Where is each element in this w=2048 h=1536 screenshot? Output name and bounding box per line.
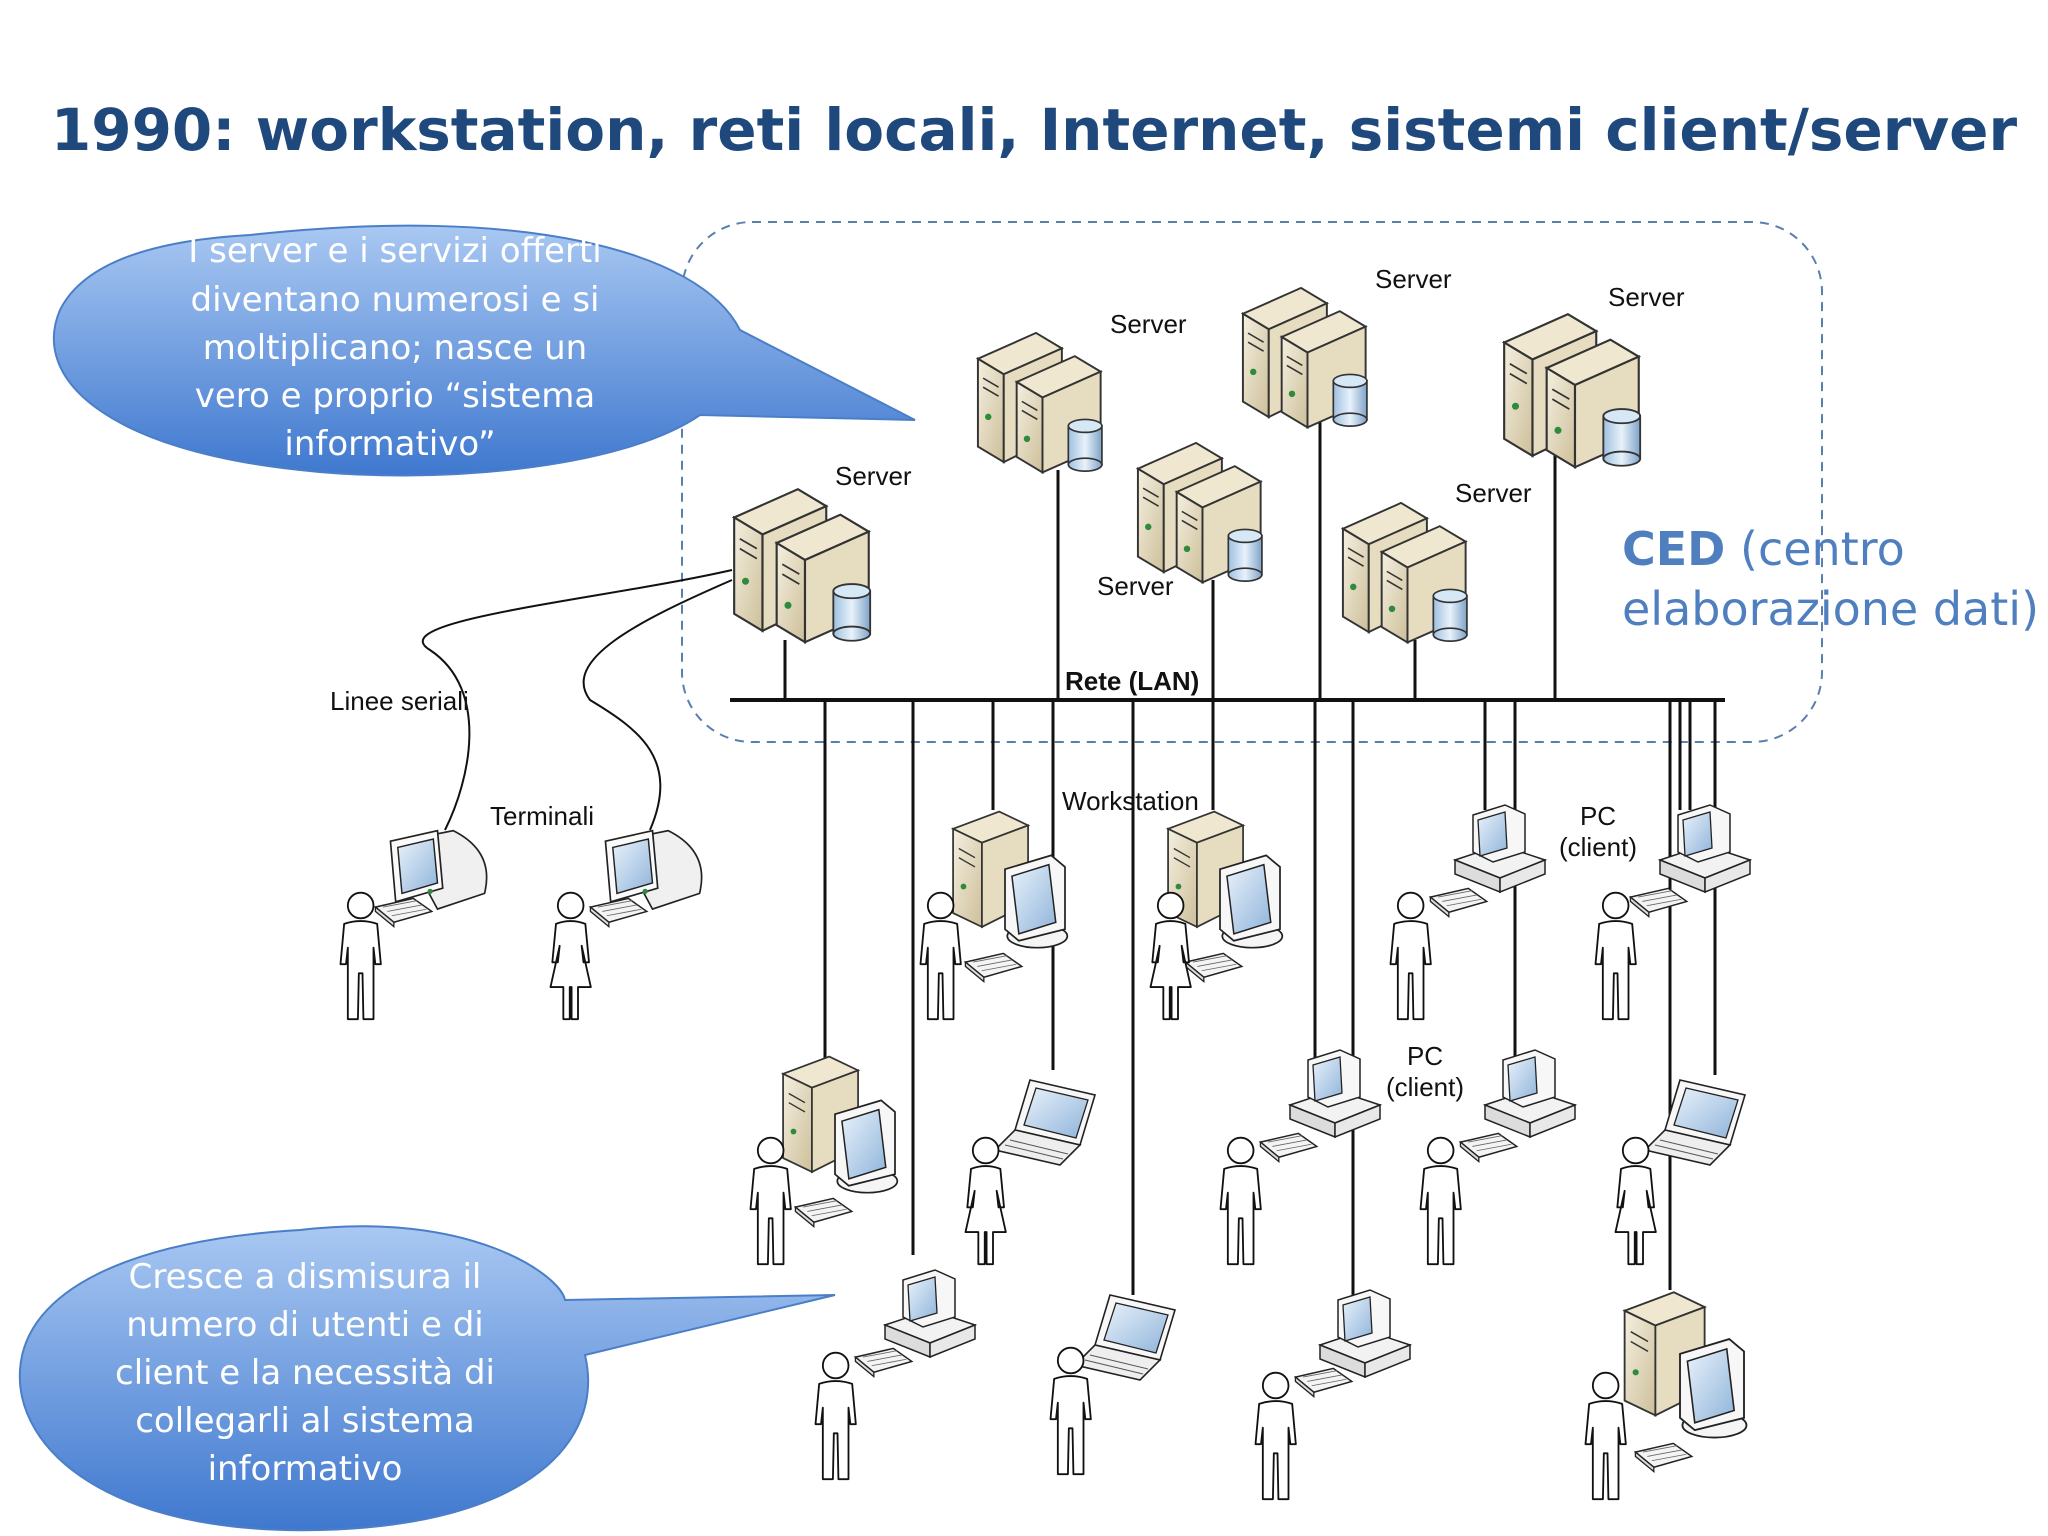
- laptop-icon: [994, 1079, 1096, 1166]
- server-label: Server: [1110, 309, 1187, 339]
- person-icon: [1614, 1136, 1657, 1266]
- serial-lines-label: Linee seriali: [330, 686, 469, 716]
- callout-top-line: diventano numerosi e si: [191, 280, 600, 320]
- laptop-icon: [1074, 1294, 1176, 1381]
- keyboard-icon: [964, 952, 1023, 983]
- callout-bottom-line: Cresce a dismisura il: [129, 1257, 482, 1297]
- ced-boundary: [681, 221, 1823, 743]
- server-label: Server: [1375, 264, 1452, 294]
- person-icon: [1254, 1371, 1297, 1501]
- server-label: Server: [835, 461, 912, 491]
- callout-bottom-line: collegarli al sistema: [135, 1401, 475, 1441]
- terminals-label: Terminali: [490, 801, 594, 831]
- callout-top-line: I server e i servizi offerti: [188, 231, 601, 271]
- pc-label: PC: [1580, 801, 1616, 831]
- callout-bottom: Cresce a dismisura il numero di utenti e…: [18, 1225, 836, 1532]
- keyboard-icon: [1294, 1367, 1353, 1398]
- person-icon: [814, 1351, 857, 1481]
- pc-icon: [1484, 1049, 1576, 1138]
- server-label: Server: [1097, 571, 1174, 601]
- keyboard-icon: [854, 1347, 913, 1378]
- keyboard-icon: [1629, 887, 1688, 918]
- keyboard-icon: [1184, 952, 1243, 983]
- workstation-icon: [952, 810, 1069, 949]
- pc-icon: [1659, 804, 1751, 893]
- keyboard-icon: [1459, 1132, 1518, 1163]
- person-icon: [549, 891, 592, 1021]
- pc-label: (client): [1559, 832, 1637, 862]
- callout-top-line: moltiplicano; nasce un: [203, 328, 587, 368]
- terminal-icon: [389, 829, 488, 910]
- ced-label-rest: (centro: [1725, 522, 1904, 576]
- person-icon: [1594, 891, 1637, 1021]
- person-icon: [1419, 1136, 1462, 1266]
- server-links: [783, 410, 1557, 700]
- server-icon: [1503, 313, 1642, 469]
- serial-lines: [421, 569, 733, 831]
- ced-label-bold: CED: [1622, 522, 1725, 576]
- server-icon: [976, 331, 1103, 474]
- keyboard-icon: [374, 897, 433, 928]
- ced-label: CED (centro: [1622, 522, 1905, 576]
- server-icon: [1241, 286, 1368, 429]
- terminal-icon: [604, 829, 703, 910]
- laptop-icon: [1644, 1079, 1746, 1166]
- callout-bottom-line: informativo: [208, 1449, 403, 1489]
- server-label: Server: [1455, 478, 1532, 508]
- server-icon: [733, 488, 872, 644]
- person-icon: [964, 1136, 1007, 1266]
- workstation-icon: [782, 1055, 899, 1194]
- person-icon: [1219, 1136, 1262, 1266]
- workstation-label: Workstation: [1062, 786, 1199, 816]
- ced-label-line2: elaborazione dati): [1622, 582, 2039, 636]
- server-icon: [1341, 501, 1468, 644]
- callout-top-line: informativo”: [284, 424, 495, 464]
- pc-icon: [884, 1269, 976, 1358]
- callout-bottom-line: client e la necessità di: [115, 1353, 495, 1393]
- pc-label: (client): [1386, 1072, 1464, 1102]
- pc-icon: [1319, 1289, 1411, 1378]
- person-icon: [1584, 1371, 1627, 1501]
- keyboard-icon: [1429, 887, 1488, 918]
- workstation-icon: [1623, 1291, 1748, 1439]
- server-icon: [1136, 441, 1263, 584]
- pc-icon: [1289, 1049, 1381, 1138]
- callout-top: I server e i servizi offerti diventano n…: [52, 224, 916, 477]
- callout-top-line: vero e proprio “sistema: [195, 376, 596, 416]
- keyboard-icon: [1634, 1442, 1693, 1473]
- pc-label: PC: [1407, 1041, 1443, 1071]
- keyboard-icon: [589, 897, 648, 928]
- callout-bottom-line: numero di utenti e di: [126, 1305, 484, 1345]
- client-links: [823, 700, 1717, 1295]
- keyboard-icon: [1259, 1132, 1318, 1163]
- keyboard-icon: [794, 1197, 853, 1228]
- server-label: Server: [1608, 282, 1685, 312]
- person-icon: [1389, 891, 1432, 1021]
- lan-label: Rete (LAN): [1065, 666, 1199, 696]
- pc-icon: [1454, 804, 1546, 893]
- page-title: 1990: workstation, reti locali, Internet…: [51, 96, 2018, 164]
